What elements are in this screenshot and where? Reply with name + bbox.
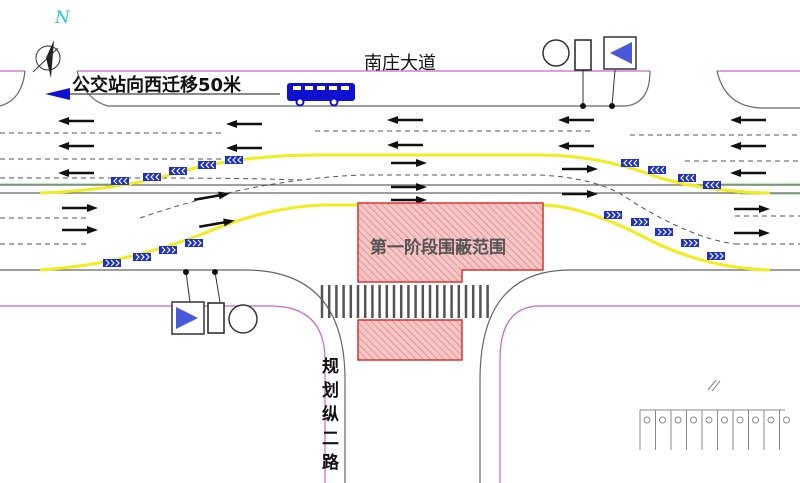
- arrow-right-icon: [734, 205, 770, 213]
- chevron-icon: [185, 239, 203, 247]
- arrow-right-icon: [62, 204, 98, 212]
- arrow-left-icon: [730, 142, 766, 150]
- bicycle-sign-icon: [228, 304, 258, 334]
- arrow-left-icon: [730, 169, 766, 177]
- arrow-left-icon: [558, 142, 594, 150]
- work-zone-area: [357, 202, 544, 283]
- compass-icon: [32, 40, 61, 78]
- arrow-left-icon: [58, 142, 94, 150]
- chevron-icon: [133, 253, 151, 261]
- compass-label: N: [55, 8, 70, 28]
- arrow-left-icon: [387, 116, 423, 124]
- chevron-icon: [103, 259, 121, 267]
- arrow-right-icon: [562, 190, 598, 198]
- work-zone-area-south: [357, 319, 463, 361]
- work-zone-label: 第一阶段围蔽范围: [370, 238, 506, 258]
- chevron-icon: [707, 252, 725, 260]
- bus-relocation-arrow: [45, 88, 280, 100]
- chevron-icon: [604, 211, 622, 219]
- chevron-icon: [198, 161, 216, 169]
- chevron-icon: [111, 177, 129, 185]
- arrow-right-icon: [391, 196, 427, 204]
- arrow-right-icon: [391, 159, 427, 167]
- crosswalk: [320, 285, 489, 318]
- parking-stalls: [639, 409, 790, 450]
- property-lines: [0, 70, 800, 483]
- info-board-icon: [207, 302, 225, 334]
- side-road-name: 规划纵二路: [322, 357, 339, 473]
- slope-mark: [707, 379, 721, 392]
- arrow-right-icon: [62, 226, 98, 234]
- chevron-icon: [655, 228, 673, 236]
- signs-south: [171, 269, 258, 335]
- lane-dividers: [0, 130, 800, 245]
- lane-arrows: [58, 116, 770, 237]
- chevron-icon: [681, 239, 699, 247]
- chevron-icon: [678, 174, 696, 182]
- main-road-name: 南庄大道: [364, 53, 436, 74]
- arrow-left-icon: [558, 116, 594, 124]
- bicycle-sign-icon: [542, 39, 570, 67]
- bus-stop-note: 公交站向西迁移50米: [72, 75, 242, 96]
- yellow-channel-lines: [39, 153, 771, 272]
- arrow-right-icon: [562, 165, 598, 173]
- chevron-icon: [225, 156, 243, 164]
- median-green: [0, 183, 800, 195]
- bus-icon: [287, 83, 355, 107]
- arrow-right-icon: [391, 183, 427, 191]
- arrow-left-icon: [226, 120, 262, 128]
- chevron-icon: [648, 166, 666, 174]
- signs-north: [542, 36, 637, 109]
- chevron-markers: [103, 156, 725, 267]
- arrow-left-icon: [730, 116, 766, 124]
- chevron-icon: [169, 167, 187, 175]
- chevron-icon: [703, 181, 721, 189]
- chevron-icon: [159, 246, 177, 254]
- arrow-left-icon: [387, 141, 423, 149]
- chevron-icon: [143, 173, 161, 181]
- arrow-left-icon: [58, 117, 94, 125]
- arrow-right-icon: [734, 229, 770, 237]
- info-board-icon: [574, 39, 592, 71]
- arrow-right-icon: [199, 218, 235, 229]
- arrow-left-icon: [58, 169, 94, 177]
- arrow-right-icon: [194, 191, 230, 202]
- chevron-icon: [631, 218, 649, 226]
- arrow-left-icon: [226, 144, 262, 152]
- chevron-icon: [621, 159, 639, 167]
- road-edges: [0, 70, 800, 483]
